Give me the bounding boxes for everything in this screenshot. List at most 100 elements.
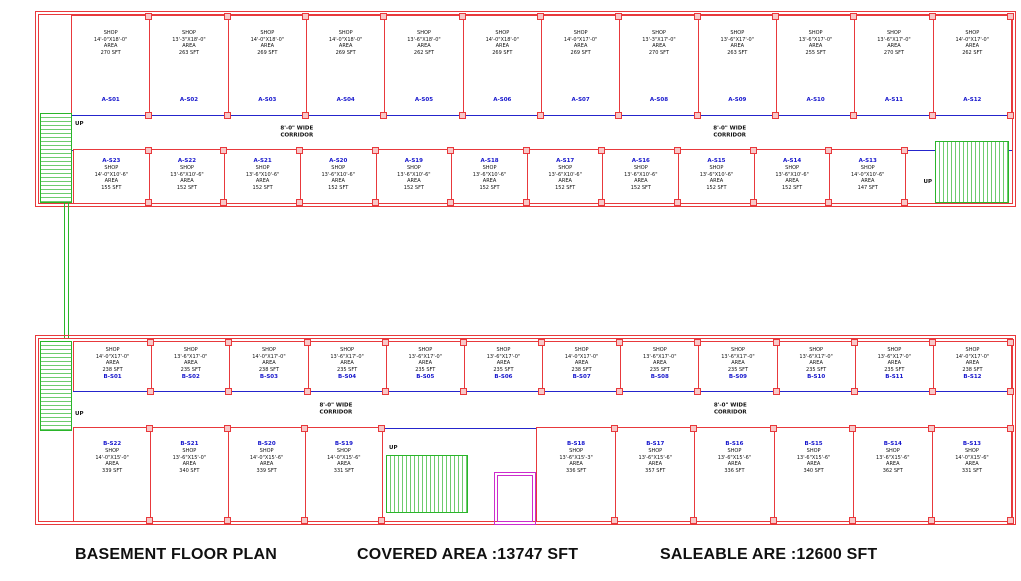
shop-area: 331 SFT — [333, 467, 354, 474]
shop-cell: SHOP 13'-6"X17'-0" AREA 235 SFT B-S09 — [699, 339, 780, 395]
shop-label: SHOP — [105, 347, 120, 353]
corridor-width: 8'-0" WIDE — [280, 125, 314, 132]
shop-dims: 14'-0"X18'-0" — [485, 36, 520, 43]
shop-label: SHOP — [652, 30, 666, 36]
shop-id: A-S23 — [102, 158, 121, 164]
shop-cell: SHOP 14'-0"X18'-0" AREA 270 SFT A-S01 — [72, 13, 153, 119]
shop-cell: B-S18 SHOP 13'-6"X15'-3" AREA 336 SFT — [537, 425, 619, 524]
shop-dims: 14'-0"X15'-6" — [249, 454, 284, 461]
area-label: AREA — [105, 461, 119, 468]
shop-id: A-S16 — [631, 158, 650, 164]
shop-dims: 13'-6"X17'-0" — [486, 353, 521, 360]
area-label: AREA — [558, 178, 572, 185]
saleable-area-label: SALEABLE ARE :12600 SFT — [660, 546, 878, 563]
shop-label: SHOP — [340, 347, 355, 353]
shop-label: SHOP — [259, 448, 274, 455]
shop-label: SHOP — [331, 165, 346, 172]
shop-id: A-S06 — [493, 96, 512, 103]
shop-area: 235 SFT — [884, 366, 905, 373]
shop-area: 152 SFT — [176, 184, 198, 191]
shop-id: A-S12 — [963, 96, 982, 103]
shop-id: A-S07 — [571, 96, 590, 103]
shop-dims: 13'-6"X15'-6" — [796, 454, 831, 461]
shop-cell: SHOP 13'-3"X17'-0" AREA 270 SFT A-S08 — [620, 13, 701, 119]
area-label: AREA — [653, 360, 667, 366]
shop-id: B-S15 — [804, 441, 823, 447]
shop-dims: 13'-6"X15'-6" — [638, 454, 672, 461]
area-label: AREA — [418, 360, 433, 366]
covered-area-label: COVERED AREA :13747 SFT — [357, 546, 579, 563]
shop-cell: SHOP 14'-0"X17'-0" AREA 262 SFT A-S12 — [934, 13, 1015, 119]
shop-cell: A-S19 SHOP 13'-6"X10'-6" AREA 152 SFT — [377, 147, 454, 206]
shop-label: SHOP — [860, 165, 875, 172]
shop-label: SHOP — [887, 30, 901, 36]
corridor-word: CORRIDOR — [713, 410, 747, 416]
shop-cell: B-S15 SHOP 13'-6"X15'-6" AREA 340 SFT — [775, 425, 856, 524]
shop-label: SHOP — [104, 165, 119, 172]
shop-id: B-S14 — [883, 441, 902, 447]
shop-row-b2-left: B-S22 SHOP 14'-0"X15'-0" AREA 339 SFT B-… — [73, 425, 386, 524]
shop-cell: SHOP 14'-0"X18'-0" AREA 269 SFT A-S06 — [464, 13, 545, 119]
shop-dims: 13'-6"X10'-6" — [624, 171, 658, 178]
shop-id: A-S02 — [179, 96, 199, 103]
shop-id: A-S11 — [884, 96, 904, 103]
area-label: AREA — [860, 178, 875, 185]
green-connector-line — [64, 202, 65, 338]
shop-area: 340 SFT — [179, 467, 200, 474]
corridor-a: 8'-0" WIDE CORRIDOR 8'-0" WIDE CORRIDOR — [71, 115, 1012, 151]
shop-id: A-S14 — [783, 158, 802, 164]
shop-area: 235 SFT — [337, 366, 358, 373]
area-label: AREA — [965, 43, 980, 49]
area-label: AREA — [105, 360, 120, 366]
shop-dims: 14'-0"X17'-0" — [955, 36, 990, 43]
shop-id: B-S07 — [572, 374, 591, 380]
shop-id: B-S22 — [103, 441, 122, 447]
shop-id: A-S22 — [177, 158, 197, 164]
shop-area: 152 SFT — [706, 184, 727, 191]
area-label: AREA — [727, 461, 742, 468]
area-label: AREA — [407, 178, 421, 185]
shop-dims: 14'-0"X17'-0" — [955, 353, 990, 360]
shop-dims: 13'-6"X10'-6" — [170, 171, 204, 178]
shop-area: 269 SFT — [257, 49, 278, 56]
shop-label: SHOP — [182, 30, 196, 36]
shop-area: 238 SFT — [258, 366, 279, 373]
shop-cell: SHOP 13'-6"X17'-0" AREA 235 SFT B-S02 — [152, 339, 233, 395]
stair-top-right — [935, 141, 1009, 203]
block-a: SHOP 14'-0"X18'-0" AREA 270 SFT A-S01 SH… — [35, 11, 1016, 207]
shop-dims: 13'-3"X18'-0" — [172, 36, 206, 43]
area-label: AREA — [262, 360, 276, 366]
shop-label: SHOP — [965, 347, 980, 353]
shop-dims: 13'-6"X17'-0" — [877, 353, 912, 360]
shop-label: SHOP — [730, 30, 745, 36]
area-label: AREA — [569, 461, 583, 468]
plan-title: BASEMENT FLOOR PLAN — [75, 546, 278, 563]
shop-area: 340 SFT — [803, 467, 824, 474]
area-label: AREA — [338, 43, 353, 49]
shop-dims: 13'-6"X18'-0" — [407, 36, 441, 43]
shop-dims: 13'-3"X17'-0" — [642, 36, 676, 43]
shop-dims: 13'-6"X10'-6" — [548, 171, 582, 178]
shop-area: 263 SFT — [727, 49, 748, 56]
shop-label: SHOP — [731, 347, 745, 353]
shop-dims: 13'-6"X15'-6" — [876, 454, 910, 461]
shop-area: 270 SFT — [648, 49, 670, 56]
stair-bottom-middle — [386, 455, 468, 513]
area-label: AREA — [331, 178, 345, 185]
shop-id: B-S18 — [567, 441, 586, 447]
shop-label: SHOP — [558, 165, 573, 172]
shop-id: B-S03 — [259, 374, 278, 380]
shop-cell: SHOP 13'-6"X17'-0" AREA 235 SFT B-S08 — [621, 339, 702, 395]
shop-label: SHOP — [806, 448, 821, 455]
shop-label: SHOP — [182, 448, 197, 455]
shop-cell: A-S13 SHOP 14'-0"X10'-6" AREA 147 SFT — [830, 147, 908, 206]
shop-row-b1: SHOP 14'-0"X17'-0" AREA 238 SFT B-S01 SH… — [73, 339, 1015, 395]
shop-label: SHOP — [183, 347, 198, 353]
shop-cell: SHOP 14'-0"X17'-0" AREA 238 SFT B-S07 — [543, 339, 624, 395]
green-connector-line — [68, 202, 69, 338]
corridor-label: 8'-0" WIDE CORRIDOR — [713, 126, 746, 141]
shop-label: SHOP — [965, 448, 979, 455]
shop-label: SHOP — [418, 347, 433, 353]
shop-dims: 13'-6"X10'-6" — [245, 171, 280, 178]
shop-label: SHOP — [261, 347, 276, 353]
